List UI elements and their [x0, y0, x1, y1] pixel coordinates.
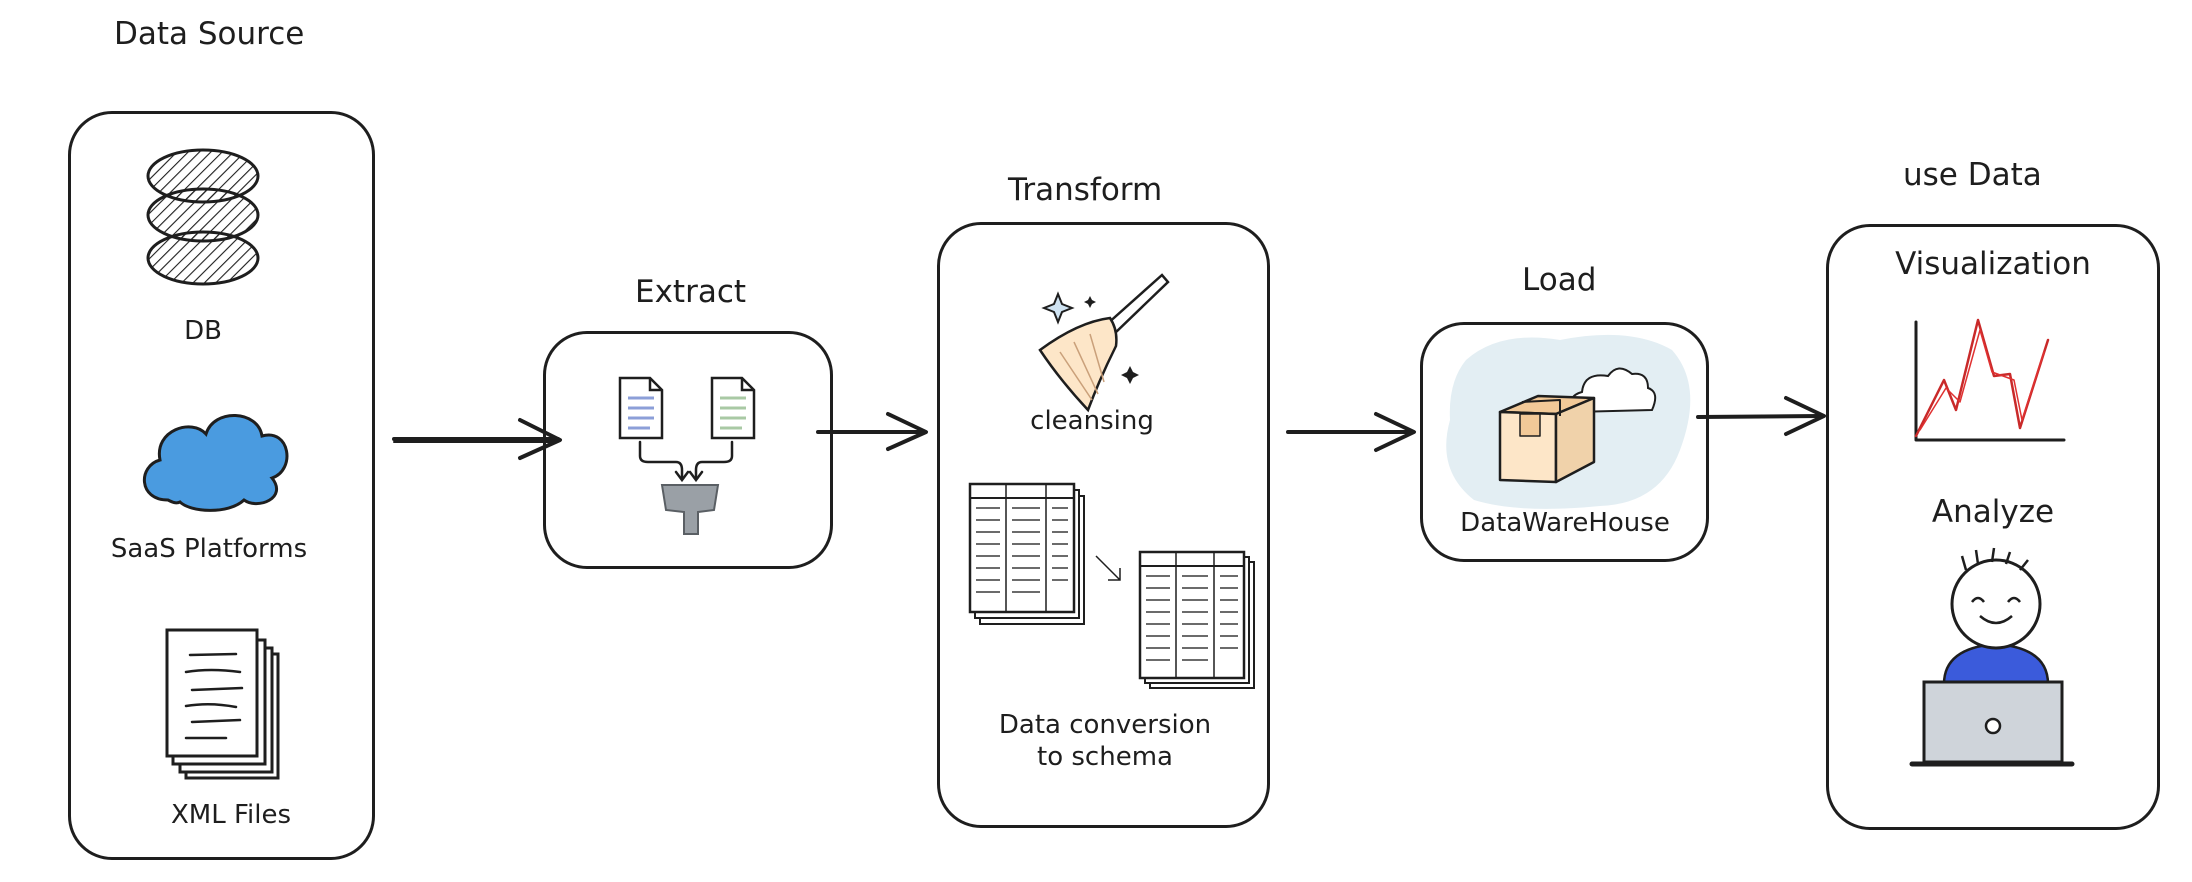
use-data-title: use Data	[1903, 157, 2042, 193]
database-icon	[146, 148, 260, 286]
arrow-icon	[816, 412, 928, 451]
extract-box	[543, 331, 833, 569]
file-icon	[710, 376, 756, 440]
arrow-icon	[1696, 396, 1826, 436]
funnel-icon	[660, 484, 720, 535]
load-box	[1420, 322, 1709, 562]
line-chart-icon	[1914, 318, 2066, 442]
data-source-title: Data Source	[114, 16, 305, 52]
documents-icon	[165, 628, 280, 780]
transform-box	[937, 222, 1270, 828]
data-source-box	[68, 111, 375, 860]
cleansing-label: cleansing	[1030, 406, 1154, 436]
xml-label: XML Files	[170, 800, 292, 830]
arrow-icon	[1286, 412, 1416, 452]
person-laptop-icon	[1909, 547, 2075, 767]
visualization-label: Visualization	[1895, 246, 2091, 282]
box-icon	[1498, 394, 1596, 484]
analyze-label: Analyze	[1931, 494, 2055, 530]
db-label: DB	[184, 316, 222, 346]
conversion-label-line2: to schema	[1037, 742, 1173, 772]
table-icon	[1138, 550, 1255, 689]
load-title: Load	[1522, 262, 1597, 298]
cloud-icon	[143, 414, 289, 512]
broom-icon	[1038, 273, 1170, 413]
warehouse-label: DataWareHouse	[1460, 508, 1670, 538]
use-data-box	[1826, 224, 2160, 830]
table-icon	[968, 482, 1085, 625]
saas-label: SaaS Platforms	[110, 534, 308, 564]
sparkle-icon	[1041, 291, 1139, 384]
extract-title: Extract	[635, 274, 747, 310]
conversion-label-line1: Data conversion	[998, 710, 1212, 740]
transform-title: Transform	[1008, 172, 1163, 208]
arrow-icon	[392, 418, 562, 460]
file-icon	[618, 376, 664, 440]
